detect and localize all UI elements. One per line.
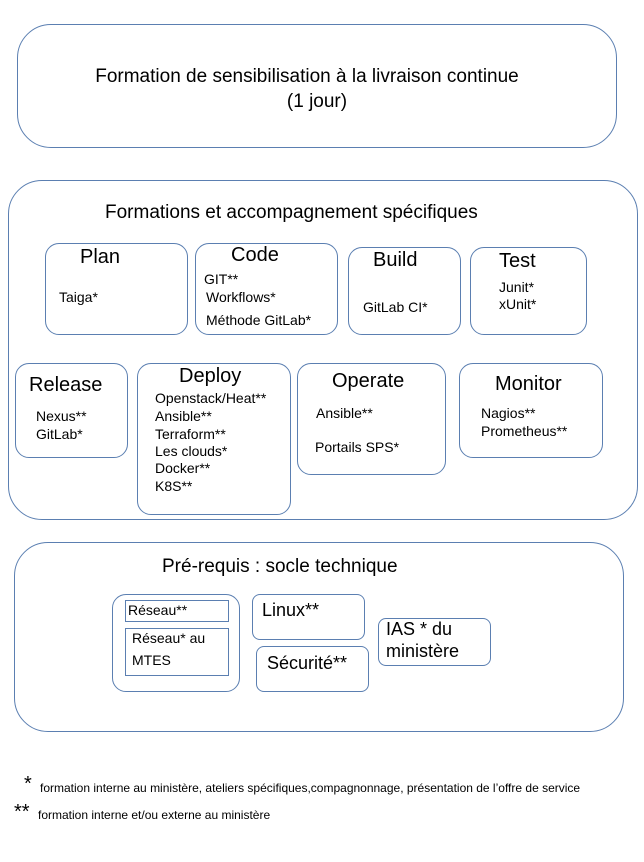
linux-box (252, 594, 365, 640)
code-title: Code (231, 244, 279, 266)
operate-item: Ansible** (316, 405, 373, 421)
release-item: Nexus** (36, 408, 87, 424)
deploy-item: Docker** (155, 460, 211, 476)
deploy-card (137, 363, 291, 515)
code-card (195, 243, 338, 335)
deploy-item: Ansible** (155, 408, 212, 424)
ias-box (378, 618, 491, 666)
monitor-card (459, 363, 603, 458)
deploy-title: Deploy (179, 365, 242, 387)
header-title-line2: (1 jour) (286, 91, 348, 112)
monitor-item: Nagios** (481, 405, 536, 421)
test-item: xUnit* (499, 296, 537, 312)
securite-box (256, 646, 369, 692)
monitor-item: Prometheus** (481, 423, 568, 439)
ias-label: IAS * du ministère (386, 618, 459, 662)
release-title: Release (29, 374, 103, 396)
securite-label: Sécurité** (267, 653, 348, 673)
plan-title: Plan (80, 246, 121, 268)
specific-trainings-title: Formations et accompagnement spécifiques (105, 202, 478, 223)
code-item: Workflows* (206, 289, 276, 305)
plan-card (45, 243, 188, 335)
reseau-mtes-label-line2: MTES (132, 652, 171, 668)
header-title: Formation de sensibilisation à la livrai… (17, 64, 617, 114)
single-star-legend: formation interne au ministère, ateliers… (40, 781, 581, 795)
build-title: Build (373, 249, 418, 271)
ias-label-line2: ministère (386, 641, 460, 661)
single-star-symbol: * (24, 773, 32, 795)
linux-label: Linux** (262, 600, 320, 620)
double-star-symbol: ** (14, 801, 30, 823)
deploy-item: K8S** (155, 478, 193, 494)
plan-item: Taiga* (59, 289, 98, 305)
reseau-mtes-label-line1: Réseau* au (132, 630, 206, 646)
prerequisites-title: Pré-requis : socle technique (162, 556, 398, 577)
code-item: Méthode GitLab* (206, 312, 312, 328)
monitor-title: Monitor (495, 373, 562, 395)
header-title-line1: Formation de sensibilisation à la livrai… (95, 66, 519, 87)
header-box (17, 24, 617, 148)
deploy-item: Les clouds* (155, 443, 228, 459)
deploy-item: Openstack/Heat** (155, 390, 267, 406)
release-card (15, 363, 128, 458)
deploy-item: Terraform** (155, 426, 226, 442)
test-item: Junit* (499, 279, 535, 295)
build-item: GitLab CI* (363, 299, 428, 315)
reseau-label: Réseau** (128, 602, 188, 618)
operate-card (297, 363, 446, 475)
reseau-box (125, 600, 229, 622)
operate-item: Portails SPS* (315, 439, 400, 455)
build-card (348, 247, 461, 335)
double-star-legend: formation interne et/ou externe au minis… (38, 808, 271, 822)
test-card (470, 247, 587, 335)
operate-title: Operate (332, 370, 405, 392)
reseau-mtes-box (125, 628, 229, 676)
release-item: GitLab* (36, 426, 83, 442)
ias-label-line1: IAS * du (386, 619, 453, 639)
code-item: GIT** (204, 271, 239, 287)
test-title: Test (499, 250, 536, 272)
